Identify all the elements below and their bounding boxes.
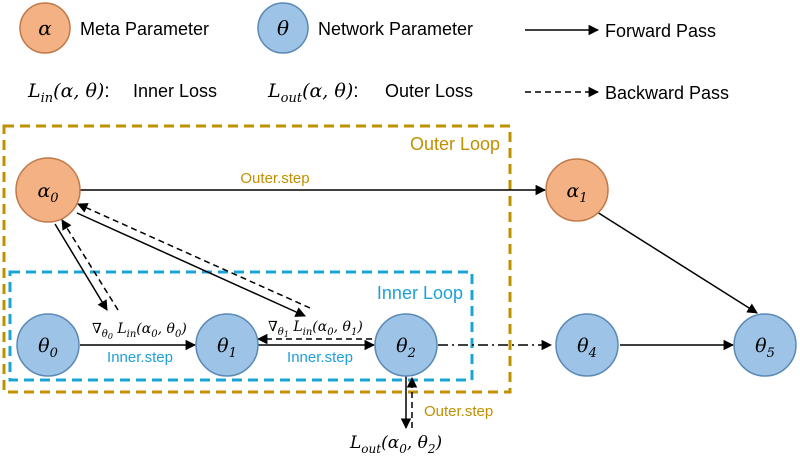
legend-meta-circle <box>19 2 71 54</box>
outer-step-bottom-label: Outer.step <box>424 403 493 420</box>
node-theta5: θ5 <box>733 313 797 377</box>
edge-alpha1-theta5 <box>596 211 758 314</box>
legend-inner-loss-label: Inner Loss <box>133 81 217 101</box>
edge-grad0-alpha0-backward <box>61 219 119 311</box>
node-theta1-label: θ1 <box>217 335 237 361</box>
inner-loop-title: Inner Loop <box>377 283 463 303</box>
node-theta4-label: θ4 <box>577 335 597 361</box>
inner-step-2-label: Inner.step <box>287 349 353 366</box>
legend-alpha-symbol: α <box>38 16 52 40</box>
node-theta2-label: θ2 <box>396 335 416 361</box>
grad-inner-loss-0: ∇θ0 Lin(α0, θ0) <box>92 321 187 341</box>
node-alpha1: α1 <box>545 158 609 222</box>
legend-outer-loss-label: Outer Loss <box>385 81 473 101</box>
grad-inner-loss-1: ∇θ1 Lin(α0, θ1) <box>268 319 363 339</box>
legend-forward-label: Forward Pass <box>605 21 716 41</box>
outer-loop-box <box>2 124 512 394</box>
inner-loop-box <box>8 270 474 382</box>
legend-inner-loss-formula: Lin(α, θ): <box>27 80 110 106</box>
outer-loop-title: Outer Loop <box>410 134 500 154</box>
node-theta5-label: θ5 <box>755 335 775 361</box>
node-theta1: θ1 <box>195 313 259 377</box>
edge-alpha0-grad0-forward <box>54 223 108 311</box>
node-alpha0: α0 <box>15 157 81 223</box>
inner-step-1-label: Inner.step <box>107 349 173 366</box>
legend: α Meta Parameter θ Network Parameter For… <box>19 2 729 106</box>
node-theta4: θ4 <box>555 313 619 377</box>
legend-backward-label: Backward Pass <box>605 83 729 103</box>
outer-step-top-label: Outer.step <box>240 170 309 187</box>
legend-meta-label: Meta Parameter <box>80 19 209 39</box>
legend-theta-symbol: θ <box>277 16 289 40</box>
node-theta0-label: θ0 <box>38 335 58 361</box>
legend-network-circle <box>257 2 309 54</box>
node-alpha1-label: α1 <box>566 180 587 206</box>
edge-grad1-alpha0-backward <box>77 203 311 309</box>
legend-network-label: Network Parameter <box>318 19 473 39</box>
node-theta0: θ0 <box>16 313 80 377</box>
node-alpha0-label: α0 <box>37 180 58 206</box>
outer-loss-label: Lout(α0, θ2) <box>349 433 442 456</box>
node-theta2: θ2 <box>374 313 438 377</box>
legend-outer-loss-formula: Lout(α, θ): <box>267 80 359 106</box>
edges: Outer.step Inner.step Inner.step Outer.s… <box>54 170 758 430</box>
edge-alpha0-grad1-forward <box>76 212 306 317</box>
